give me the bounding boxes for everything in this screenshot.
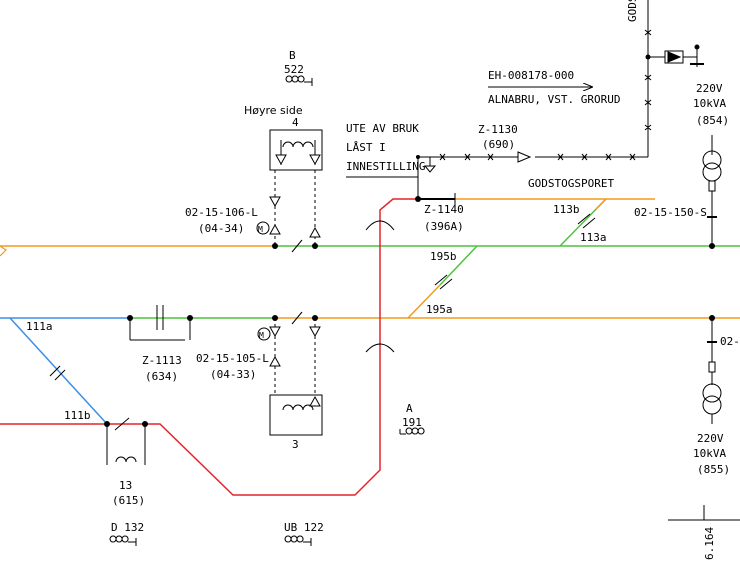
label-kva-bot: 10kVA [693,447,726,460]
label-02: 02- [720,335,740,348]
label-eh: EH-008178-000 [488,69,574,82]
label-b-num: 522 [284,63,304,76]
label-a-num: 191 [402,416,422,429]
label-111a: 111a [26,320,53,333]
label-d132: D 132 [111,521,144,534]
label-195a: 195a [426,303,453,316]
label-220v-bot: 220V [697,432,724,445]
label-854: (854) [696,114,729,127]
red-track-111b [0,198,415,496]
label-ub122: UB 122 [284,521,324,534]
motor-icon-lower: M [259,331,264,340]
label-hoyre-side: Høyre side [244,104,303,117]
label-gods: GODS [626,0,639,22]
label-ldr105: 02-15-105-L [196,352,269,365]
label-ldr106: 02-15-106-L [185,206,258,219]
label-alnabru: ALNABRU, VST. GRORUD [488,93,620,106]
label-ldr106-num: (04-34) [198,222,244,235]
label-13: 13 [119,479,132,492]
orange-stub-left [0,245,7,257]
label-z1113-num: (634) [145,370,178,383]
label-a: A [406,402,413,415]
label-box-4: 4 [292,116,299,129]
label-z1140: Z-1140 [424,203,464,216]
label-z1140-num: (396A) [424,220,464,233]
label-113a: 113a [580,231,607,244]
label-195b: 195b [430,250,457,263]
green-crossover-195b [439,245,478,286]
label-ldr105-num: (04-33) [210,368,256,381]
label-615: (615) [112,494,145,507]
orange-crossover-195a [407,284,441,319]
label-box-3: 3 [292,438,299,451]
label-innstilling: INNESTILLING [346,160,425,173]
label-ref: 6.164 [703,527,716,560]
orange-crossover-113b [595,198,607,210]
label-ldr150: 02-15-150-S [634,206,707,219]
label-855: (855) [697,463,730,476]
label-b: B [289,49,296,62]
label-last-i: LÅST I [346,141,386,154]
label-z1130-num: (690) [482,138,515,151]
label-220v-top: 220V [696,82,723,95]
label-godstogsporet: GODSTOGSPORET [528,177,614,190]
motor-icon-upper: M [258,225,263,234]
label-kva-top: 10kVA [693,97,726,110]
label-111b: 111b [64,409,91,422]
label-ute: UTE AV BRUK [346,122,419,135]
label-z1113: Z-1113 [142,354,182,367]
label-113b: 113b [553,203,580,216]
blue-diagonal-111a [9,317,108,425]
label-z1130: Z-1130 [478,123,518,136]
